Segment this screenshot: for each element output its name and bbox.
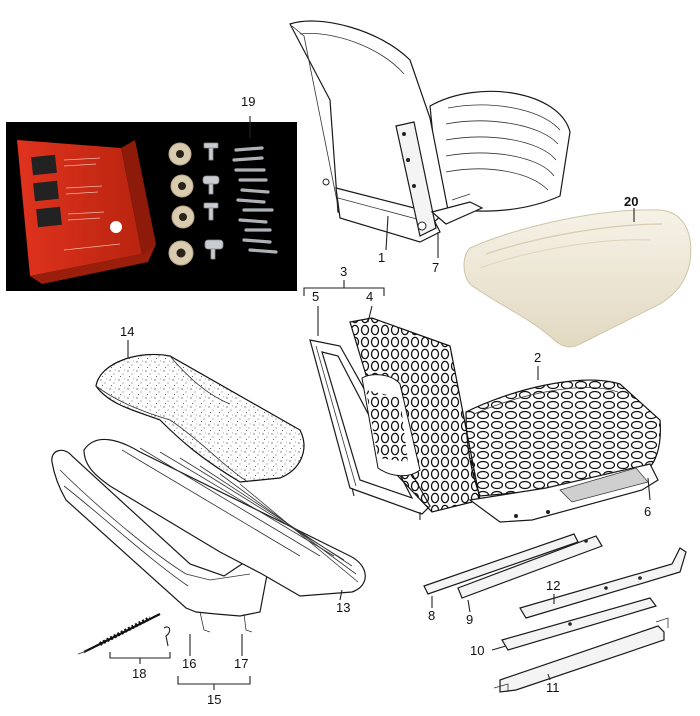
callout-16: 16	[182, 656, 196, 671]
callout-12: 12	[546, 578, 560, 593]
callout-6: 6	[644, 504, 651, 519]
rail-9	[457, 535, 603, 599]
callout-20: 20	[624, 194, 638, 209]
callout-4: 4	[366, 289, 373, 304]
callout-1: 1	[378, 250, 385, 265]
back-spring-pad	[349, 317, 481, 513]
callout-10: 10	[470, 643, 484, 658]
callout-14: 14	[120, 324, 134, 339]
callout-17: 17	[234, 656, 248, 671]
callout-11: 11	[546, 680, 560, 695]
kit-photo	[6, 116, 297, 291]
callout-7: 7	[432, 260, 439, 275]
callout-2: 2	[534, 350, 541, 365]
seat-spring-pad	[465, 379, 661, 497]
callout-9: 9	[466, 612, 473, 627]
rear-seat-back	[51, 438, 366, 633]
callout-13: 13	[336, 600, 350, 615]
callout-3: 3	[340, 264, 347, 279]
bolts	[202, 142, 224, 260]
callout-8: 8	[428, 608, 435, 623]
callout-18: 18	[132, 666, 146, 681]
rail-12	[519, 547, 687, 619]
rod-and-clip	[77, 613, 171, 655]
rail-8	[423, 533, 579, 595]
seat-drawing	[289, 20, 571, 243]
rail-11	[493, 617, 669, 693]
screws	[232, 146, 278, 254]
rail-10	[501, 597, 657, 651]
foam-cushion-photo	[463, 209, 692, 348]
callout-5: 5	[312, 289, 319, 304]
callout-15: 15	[207, 692, 221, 707]
rear-cushion	[95, 353, 305, 483]
manual-box	[17, 140, 156, 284]
callout-19: 19	[241, 94, 255, 109]
